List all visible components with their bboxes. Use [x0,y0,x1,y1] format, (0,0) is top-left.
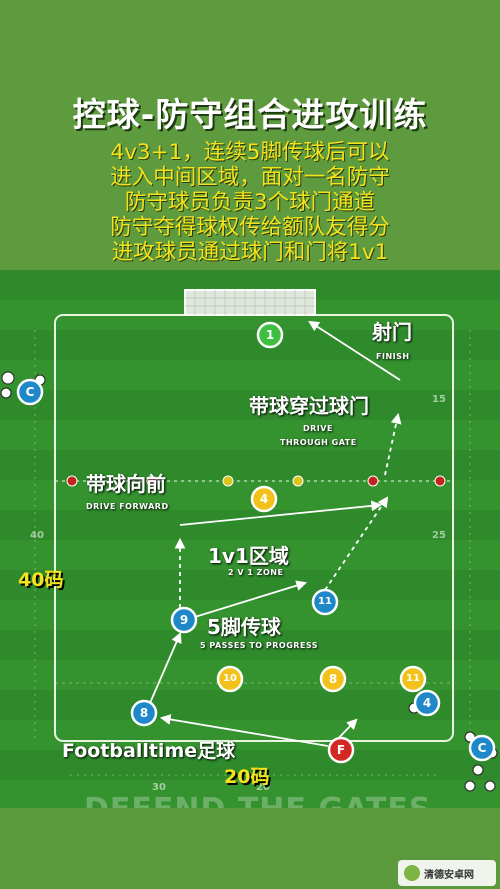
drive-gate-label: 带球穿过球门 [249,394,369,418]
goal [184,289,316,316]
ball-icon [472,764,484,776]
player-number: 8 [328,672,338,686]
pitch-drawing [0,270,500,808]
tick-number: 25 [432,530,446,541]
player-token [468,734,496,762]
player-number: 4 [422,696,432,710]
run-arrow [324,496,389,591]
description-line: 进入中间区域，面对一名防守 [110,165,390,190]
players [16,321,496,764]
tick-number: 40 [30,530,44,541]
player-number: 9 [179,613,189,627]
zone-label: 1v1区域 [208,544,289,568]
drive-gate-label-en: DRIVE [303,424,333,433]
drive-forward-label-en: DRIVE FORWARD [86,502,169,511]
player-number: 8 [139,706,149,720]
ball-icon [1,371,15,385]
training-pitch: 1 4 11 9 8 F 10 8 11 4 C C 15 40 25 30 2… [0,270,500,808]
goal-net [185,290,315,315]
cone [367,475,379,487]
tick-number: 30 [152,782,166,793]
player-token [327,736,355,764]
player-token [311,588,339,616]
cone [66,475,78,487]
pass-arrow [159,714,329,747]
brand-label: Footballtime足球 [62,740,236,762]
gate-cones [66,475,446,487]
zone-label-en: 2 V 1 ZONE [228,568,284,577]
site-logo-icon [404,865,420,881]
player-token [250,485,278,513]
shot-arrow [308,320,401,381]
player-token [399,665,427,693]
description-line: 4v3+1，连续5脚传球后可以 [110,140,390,165]
cone [292,475,304,487]
description-line: 进攻球员通过球门和门将1v1 [111,240,389,265]
cone [222,475,234,487]
player-token [319,665,347,693]
pass-arrow [184,580,308,621]
run-arrow [384,412,402,476]
pitch-grass [0,270,500,808]
site-badge[interactable]: 清德安卓网 [398,860,496,886]
drive-gate-label-en: THROUGH GATE [280,438,357,447]
passes-label-en: 5 PASSES TO PROGRESS [200,641,319,650]
player-number: 11 [406,673,420,684]
cone [434,475,446,487]
player-number: F [336,743,346,757]
player-number: 4 [259,492,269,506]
tick-number: 20 [256,782,270,793]
site-name: 清德安卓网 [424,869,474,881]
player-number: 10 [223,673,237,684]
player-token [256,321,284,349]
drive-forward-label: 带球向前 [86,472,166,496]
finish-label: 射门 [372,320,412,344]
width-label: 20码 [224,766,270,788]
cone [146,475,158,487]
movement-arrows [149,320,402,748]
description-line: 防守球员负责3个球门通道 [124,190,376,215]
player-token [170,606,198,634]
player-number: 1 [265,328,275,342]
ball-icon [484,780,496,792]
ball-icon [0,387,12,399]
header-panel: 控球-防守组合进攻训练 4v3+1，连续5脚传球后可以 进入中间区域，面对一名防… [0,0,500,270]
player-number: C [477,741,487,755]
ball-icon [464,780,476,792]
length-label: 40码 [18,569,64,591]
drill-watermark: DEFEND THE GATES [84,792,431,808]
page-title: 控球-防守组合进攻训练 [72,95,428,134]
player-token [216,665,244,693]
player-number: 11 [318,596,332,607]
description-lines: 4v3+1，连续5脚传球后可以 进入中间区域，面对一名防守 防守球员负责3个球门… [0,140,500,265]
player-token [130,699,158,727]
passes-label: 5脚传球 [207,615,281,639]
pass-arrow [179,500,383,526]
player-number: C [25,385,35,399]
player-token [413,689,441,717]
tick-number: 15 [432,394,446,405]
finish-label-en: FINISH [376,352,410,361]
player-token [16,378,44,406]
pass-arrow [149,632,182,704]
description-line: 防守夺得球权传给额队友得分 [110,215,390,240]
